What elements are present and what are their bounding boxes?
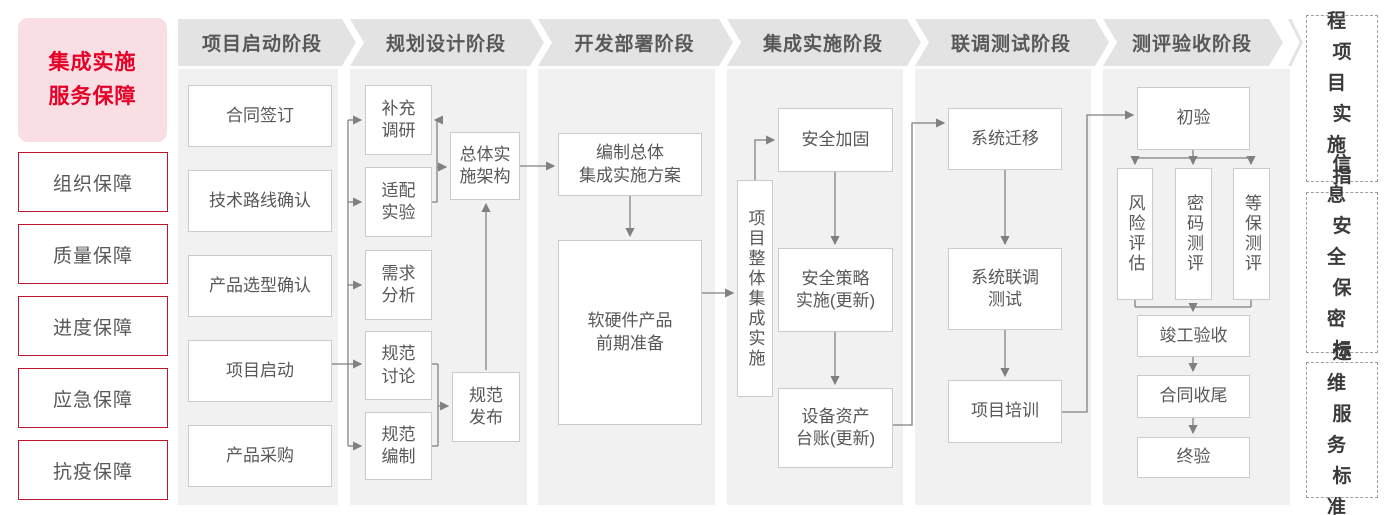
node-adaptation-test: 适配 实验 [365, 167, 432, 237]
standard-line: 安全 [1326, 215, 1363, 268]
phase-header-project-start: 项目启动阶段 [178, 19, 356, 66]
diagram-title: 集成实施 服务保障 [18, 18, 167, 142]
node-product-selection-confirm: 产品选型确认 [188, 255, 332, 317]
sidebar-item-epidemic: 抗疫保障 [18, 440, 168, 500]
node-requirement-analysis: 需求 分析 [365, 250, 432, 320]
standard-line: 信息 [1326, 153, 1363, 206]
node-crypto-evaluation: 密码测评 [1175, 168, 1212, 300]
node-project-training: 项目培训 [948, 380, 1062, 443]
standard-line: 标准 [1326, 466, 1363, 515]
node-joint-debug-test: 系统联调 测试 [948, 248, 1062, 330]
phase-header-planning-design: 规划设计阶段 [350, 19, 544, 66]
standard-line: 项目 [1326, 41, 1363, 94]
phase-header-eval-accept: 测评验收阶段 [1103, 19, 1283, 66]
standard-line: 保密 [1326, 277, 1363, 330]
node-overall-integration-impl: 项目整体集成实施 [737, 180, 773, 397]
standard-line: 运维 [1326, 342, 1363, 394]
node-asset-ledger-update: 设备资产 台账(更新) [778, 388, 893, 468]
node-spec-discussion: 规范 讨论 [365, 331, 432, 400]
node-contract-signing: 合同签订 [188, 85, 332, 147]
sidebar-item-organization: 组织保障 [18, 152, 168, 212]
node-completion-acceptance: 竣工验收 [1137, 315, 1250, 357]
sidebar-item-emergency: 应急保障 [18, 368, 168, 428]
node-security-policy-impl: 安全策略 实施(更新) [778, 248, 893, 332]
standard-infosec-confidentiality: 信息 安全 保密 标准 [1306, 154, 1378, 392]
node-spec-drafting: 规范 编制 [365, 412, 432, 480]
standard-line: 服务 [1326, 404, 1363, 456]
sidebar-item-quality: 质量保障 [18, 224, 168, 284]
node-risk-assessment: 风险评估 [1117, 168, 1153, 300]
sidebar-item-schedule: 进度保障 [18, 296, 168, 356]
node-final-acceptance: 终验 [1137, 437, 1250, 478]
node-overall-impl-architecture: 总体实 施架构 [450, 132, 520, 200]
phase-header-dev-deploy: 开发部署阶段 [538, 19, 733, 66]
node-product-procurement: 产品采购 [188, 425, 332, 487]
node-contract-closure: 合同收尾 [1137, 375, 1250, 418]
standard-line: 工程 [1326, 0, 1357, 32]
node-mlps-evaluation: 等保测评 [1233, 168, 1270, 300]
node-spec-release: 规范 发布 [452, 372, 520, 442]
node-overall-integration-plan: 编制总体 集成实施方案 [558, 133, 702, 196]
node-hw-sw-preparation: 软硬件产品 前期准备 [558, 240, 702, 425]
standard-line: 实施 [1326, 103, 1363, 156]
node-project-kickoff: 项目启动 [188, 340, 332, 402]
phase-header-integration: 集成实施阶段 [727, 19, 921, 66]
phase-header-joint-test: 联调测试阶段 [915, 19, 1109, 66]
node-system-migration: 系统迁移 [948, 108, 1062, 170]
standard-ops-service: 运维 服务 标准 [1306, 342, 1378, 515]
node-initial-acceptance: 初验 [1137, 87, 1250, 150]
node-tech-route-confirm: 技术路线确认 [188, 170, 332, 232]
flow-chevron-tail-icon [1288, 19, 1303, 66]
node-supplement-research: 补充 调研 [365, 85, 432, 155]
node-security-hardening: 安全加固 [778, 108, 893, 172]
